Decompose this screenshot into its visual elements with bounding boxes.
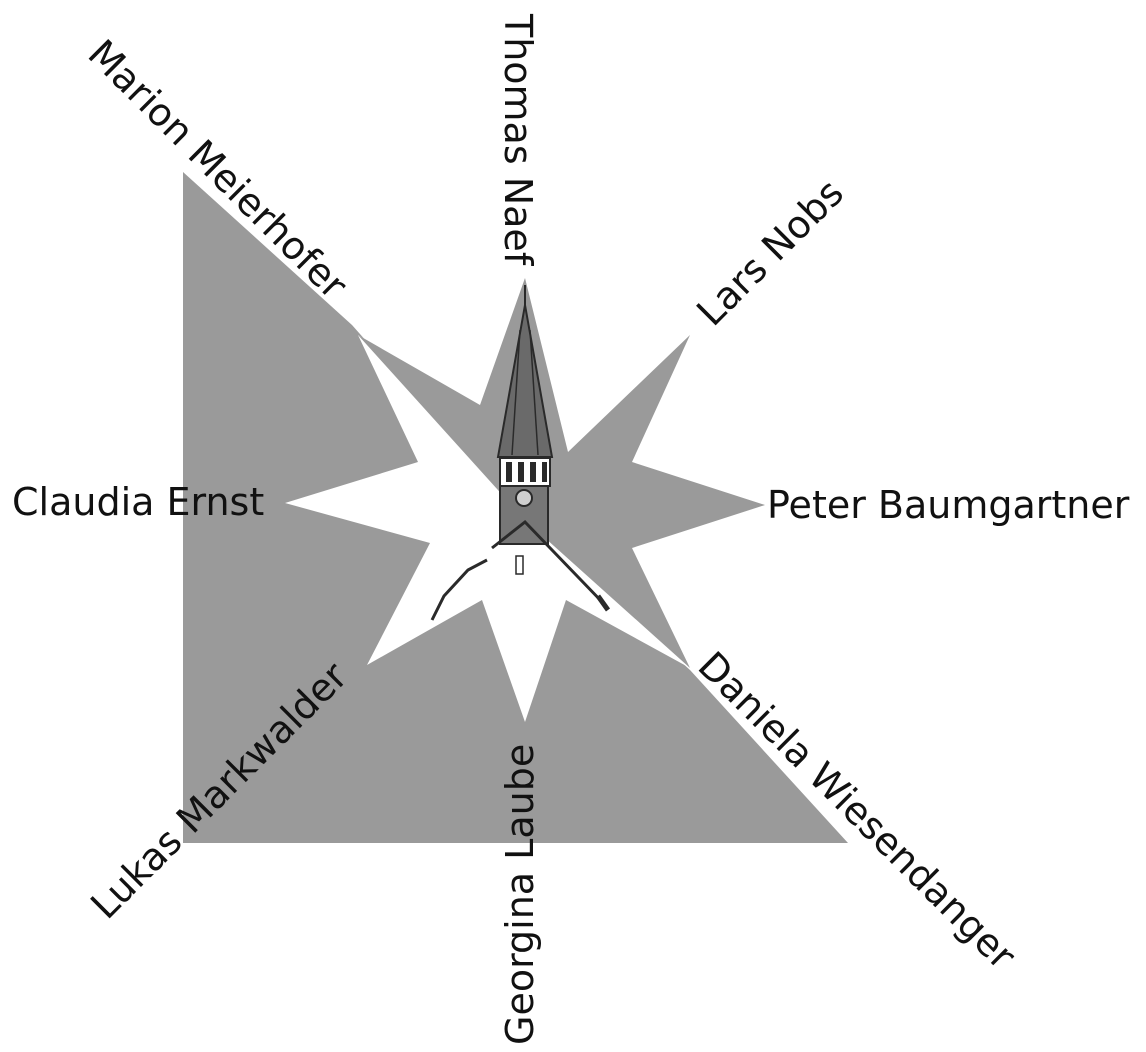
label-peter-baumgartner: Peter Baumgartner [767,483,1130,527]
label-claudia-ernst: Claudia Ernst [12,480,264,524]
label-georgina-laube: Georgina Laube [498,744,542,1045]
label-thomas-naef: Thomas Naef [496,13,540,267]
label-lars-nobs: Lars Nobs [688,171,852,335]
